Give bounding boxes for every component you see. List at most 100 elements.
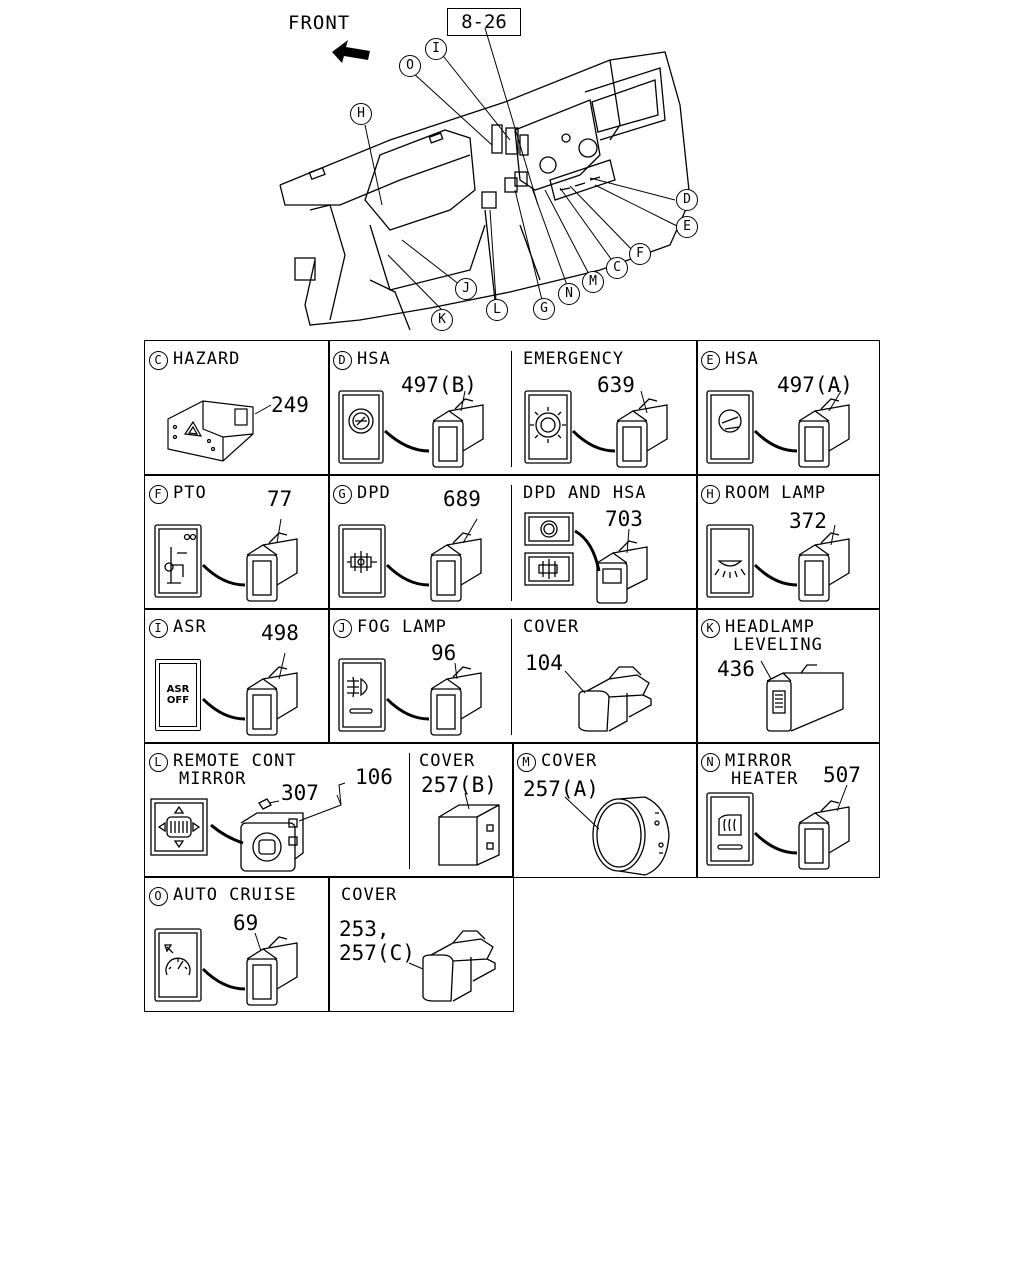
part-number: 77 <box>267 487 293 511</box>
dpd-hsa-switch-icon <box>524 512 648 604</box>
cell-title: REMOTE CONT <box>173 751 297 771</box>
callout-letter: I <box>149 619 168 638</box>
cell-title: MIRROR <box>725 751 793 771</box>
part-number: 497(A) <box>777 373 853 397</box>
cell-title: HEADLAMP <box>725 617 815 637</box>
callout-o: O <box>399 55 421 77</box>
cover-253-icon <box>408 930 496 1002</box>
part-number: 69 <box>233 911 259 935</box>
callout-letter: L <box>149 753 168 772</box>
fog-lamp-switch-icon <box>338 658 482 736</box>
cell-pto: F PTO 77 <box>144 474 330 610</box>
part-number: 253, <box>339 917 390 941</box>
callout-m: M <box>582 271 604 293</box>
cell-title: HAZARD <box>173 349 241 369</box>
callout-letter: M <box>517 753 536 772</box>
part-number: 498 <box>261 621 299 645</box>
cell-title: DPD AND HSA <box>523 483 647 503</box>
cell-title: HSA <box>725 349 759 369</box>
asr-label-line1: ASR <box>166 684 190 695</box>
part-number: 257(B) <box>421 773 497 797</box>
room-lamp-switch-icon <box>706 524 850 602</box>
callout-h: H <box>350 103 372 125</box>
callout-f: F <box>629 243 651 265</box>
part-number: 436 <box>717 657 755 681</box>
emergency-switch-icon <box>524 390 668 468</box>
callout-letter: N <box>701 753 720 772</box>
callout-d: D <box>676 189 698 211</box>
hsa-a-switch-icon <box>706 390 850 468</box>
cover-257b-icon <box>438 792 500 866</box>
cell-title: COVER <box>419 751 476 771</box>
cell-dpd: G DPD 689 DPD AND HSA 703 <box>328 474 698 610</box>
cell-title: COVER <box>541 751 598 771</box>
mirror-heater-switch-icon <box>706 784 850 870</box>
part-number: 307 <box>281 781 319 805</box>
part-number: 703 <box>605 507 643 531</box>
cell-auto-cruise: O AUTO CRUISE 69 <box>144 876 330 1012</box>
cell-title: DPD <box>357 483 391 503</box>
callout-letter: F <box>149 485 168 504</box>
cell-title: COVER <box>341 885 398 905</box>
cell-title: FOG LAMP <box>357 617 447 637</box>
cell-asr: I ASR 498 ASR OFF <box>144 608 330 744</box>
headlamp-leveling-switch-icon <box>760 660 844 732</box>
callout-g: G <box>533 298 555 320</box>
part-number: 96 <box>431 641 457 665</box>
callout-letter: J <box>333 619 352 638</box>
asr-switch-icon <box>201 652 298 736</box>
dashboard-overview: FRONT 8-26 <box>0 0 1024 340</box>
callout-i: I <box>425 38 447 60</box>
cover-257a-icon <box>564 796 670 876</box>
callout-letter: O <box>149 887 168 906</box>
callout-letter: H <box>701 485 720 504</box>
cell-title-line2: HEATER <box>731 769 799 789</box>
callout-letter: G <box>333 485 352 504</box>
part-number: 689 <box>443 487 481 511</box>
cell-cover-257a: M COVER 257(A) <box>512 742 698 878</box>
part-number: 106 <box>355 765 393 789</box>
callout-letter: D <box>333 351 352 370</box>
part-number: 639 <box>597 373 635 397</box>
part-number: 507 <box>823 763 861 787</box>
callout-e: E <box>676 216 698 238</box>
cell-title: HSA <box>357 349 391 369</box>
part-number: 372 <box>789 509 827 533</box>
callout-letter: C <box>149 351 168 370</box>
asr-label-line2: OFF <box>166 695 190 706</box>
cell-title: PTO <box>173 483 207 503</box>
part-number: 104 <box>525 651 563 675</box>
cell-cover-253: COVER 253, 257(C) <box>328 876 514 1012</box>
cover-104-icon <box>564 666 652 732</box>
cell-mirror-heater: N MIRROR HEATER 507 <box>696 742 880 878</box>
hazard-switch-icon <box>167 400 272 462</box>
cell-title: ASR <box>173 617 207 637</box>
callout-n: N <box>558 283 580 305</box>
pto-switch-icon <box>154 518 298 602</box>
dpd-switch-icon <box>338 518 482 602</box>
callout-j: J <box>455 278 477 300</box>
callout-letter: K <box>701 619 720 638</box>
auto-cruise-switch-icon <box>154 928 298 1006</box>
cell-title: AUTO CRUISE <box>173 885 297 905</box>
reference-box: 8-26 <box>447 8 521 36</box>
front-arrow-icon <box>332 40 370 63</box>
cell-fog-lamp: J FOG LAMP 96 COVER 104 <box>328 608 698 744</box>
dashboard-drawing <box>279 27 691 331</box>
callout-k: K <box>431 309 453 331</box>
front-label: FRONT <box>288 12 351 34</box>
cell-title: COVER <box>523 617 580 637</box>
cell-remote-mirror: L REMOTE CONT MIRROR 307 106 <box>144 742 514 878</box>
part-number-line2: 257(C) <box>339 941 415 965</box>
cell-title-line2: MIRROR <box>179 769 247 789</box>
callout-c: C <box>606 257 628 279</box>
remote-mirror-switch-icon <box>150 782 346 872</box>
hsa-switch-icon <box>338 390 484 468</box>
part-number: 257(A) <box>523 777 599 801</box>
